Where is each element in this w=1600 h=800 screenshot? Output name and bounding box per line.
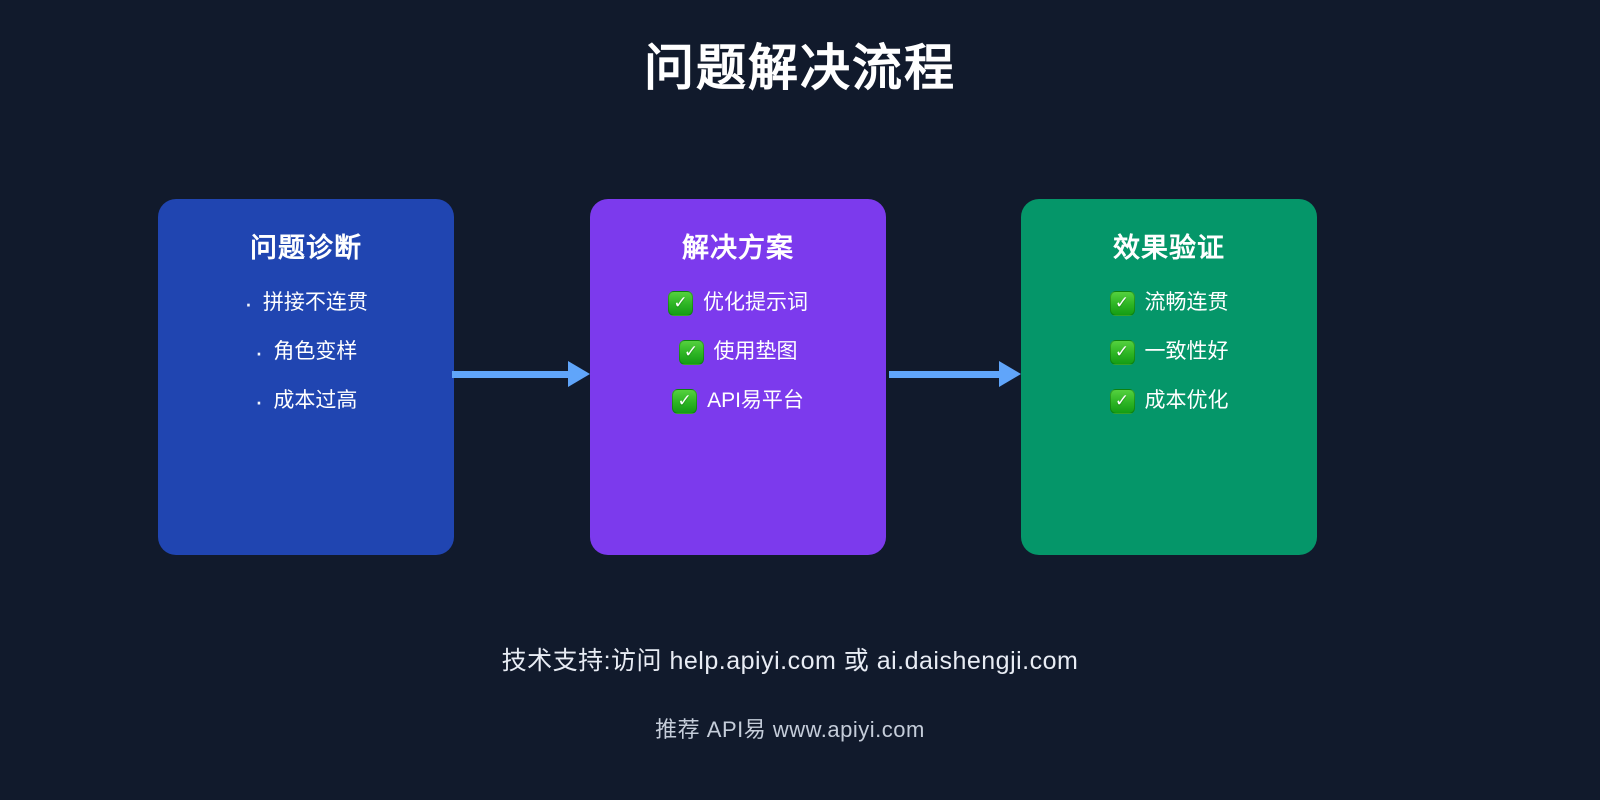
recommend-text: 推荐 API易 www.apiyi.com xyxy=(655,717,925,742)
list-item: · 角色变样 xyxy=(158,337,454,367)
bullet-icon: · xyxy=(254,386,264,416)
card-item-list: ✓ 优化提示词 ✓ 使用垫图 ✓ API易平台 xyxy=(590,288,886,416)
card-title-verification: 效果验证 xyxy=(1113,233,1225,263)
check-icon: ✓ xyxy=(678,339,704,365)
list-item: ✓ 成本优化 xyxy=(1021,386,1317,416)
check-icon: ✓ xyxy=(1109,290,1135,316)
page-title: 问题解决流程 xyxy=(644,40,956,96)
list-item: ✓ 使用垫图 xyxy=(590,337,886,367)
flow-arrow-right-icon xyxy=(889,360,1021,388)
list-item: · 拼接不连贯 xyxy=(158,288,454,318)
arrow-line xyxy=(889,371,1003,378)
list-item-label: 流畅连贯 xyxy=(1144,291,1229,314)
flow-card-solution: 解决方案 ✓ 优化提示词 ✓ 使用垫图 ✓ API易平台 xyxy=(590,199,886,555)
check-icon: ✓ xyxy=(668,290,693,316)
card-title-solution: 解决方案 xyxy=(682,233,794,263)
list-item: ✓ 流畅连贯 xyxy=(1021,288,1317,318)
arrow-head-icon xyxy=(568,361,590,387)
list-item-label: 角色变样 xyxy=(273,340,358,363)
list-item-label: 拼接不连贯 xyxy=(262,291,368,314)
list-item-label: 使用垫图 xyxy=(713,340,798,363)
card-title-problem-diagnosis: 问题诊断 xyxy=(250,233,362,263)
arrow-head-icon xyxy=(999,361,1021,387)
list-item: ✓ 优化提示词 xyxy=(590,288,886,318)
card-item-list: · 拼接不连贯 · 角色变样 · 成本过高 xyxy=(158,288,454,416)
list-item-label: 成本过高 xyxy=(273,389,358,412)
bullet-icon: · xyxy=(244,288,253,318)
card-item-list: ✓ 流畅连贯 ✓ 一致性好 ✓ 成本优化 xyxy=(1021,288,1317,416)
list-item-label: 优化提示词 xyxy=(703,291,808,314)
check-icon: ✓ xyxy=(672,388,698,414)
list-item-label: API易平台 xyxy=(707,389,804,412)
list-item: · 成本过高 xyxy=(158,386,454,416)
list-item: ✓ API易平台 xyxy=(590,386,886,416)
check-icon: ✓ xyxy=(1109,388,1135,414)
list-item: ✓ 一致性好 xyxy=(1021,337,1317,367)
support-text: 技术支持:访问 help.apiyi.com 或 ai.daishengji.c… xyxy=(501,647,1079,675)
list-item-label: 一致性好 xyxy=(1144,340,1229,363)
list-item-label: 成本优化 xyxy=(1144,389,1229,412)
flow-card-verification: 效果验证 ✓ 流畅连贯 ✓ 一致性好 ✓ 成本优化 xyxy=(1021,199,1317,555)
flow-arrow-right-icon xyxy=(452,360,590,388)
flow-card-problem-diagnosis: 问题诊断 · 拼接不连贯 · 角色变样 · 成本过高 xyxy=(158,199,454,555)
check-icon: ✓ xyxy=(1109,339,1135,365)
arrow-line xyxy=(452,371,572,378)
bullet-icon: · xyxy=(254,337,264,367)
